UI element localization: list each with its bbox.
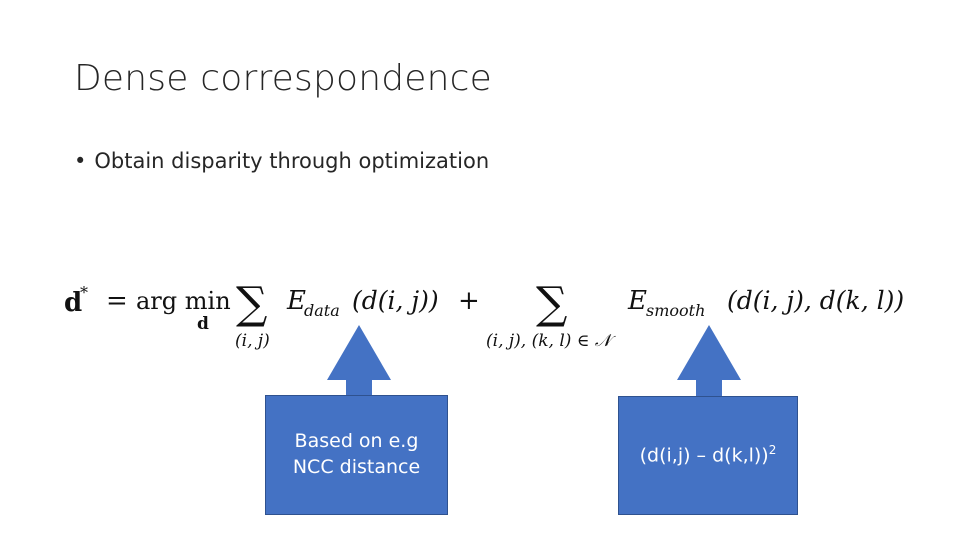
eq-argmin-sub: d <box>197 314 209 334</box>
eq-lhs-star: * <box>80 283 88 302</box>
bullet-item: • Obtain disparity through optimization <box>74 149 489 173</box>
eq-sum1: ∑ <box>236 278 267 329</box>
bullet-marker: • <box>74 149 87 173</box>
eq-edata: E <box>286 286 306 316</box>
eq-sum2-sub: (i, j), (k, l) ∈ 𝒩 <box>486 331 617 351</box>
eq-esmooth: E <box>627 286 647 316</box>
eq-sum2: ∑ <box>536 278 567 329</box>
eq-lhs-d: d <box>64 288 82 318</box>
callout-data-term: Based on e.g NCC distance <box>265 395 448 515</box>
callout-left-line2: NCC distance <box>292 456 421 478</box>
callout-left-line1: Based on e.g <box>294 430 419 453</box>
eq-esmooth-arg: (d(i, j), d(k, l)) <box>727 286 904 315</box>
eq-edata-sub: data <box>304 301 340 320</box>
callout-right-text: (d(i,j) – d(k,l))2 <box>640 442 777 469</box>
arrow-up-icon <box>327 325 391 380</box>
eq-sum1-sub: (i, j) <box>235 331 270 351</box>
eq-argmin: arg min <box>136 287 231 315</box>
arrow-up-icon <box>677 325 741 380</box>
callout-smooth-term: (d(i,j) – d(k,l))2 <box>618 396 798 515</box>
eq-esmooth-sub: smooth <box>646 301 705 320</box>
slide-title: Dense correspondence <box>74 58 493 99</box>
arrow-shaft-right <box>696 378 722 398</box>
callout-right-formula: (d(i,j) – d(k,l)) <box>639 444 769 467</box>
bullet-text: Obtain disparity through optimization <box>94 149 490 173</box>
arrow-shaft-left <box>346 378 372 398</box>
callout-right-exponent: 2 <box>768 443 777 458</box>
eq-plus: + <box>458 286 480 316</box>
eq-edata-arg: (d(i, j)) <box>352 286 439 315</box>
eq-equals: = <box>106 286 128 316</box>
